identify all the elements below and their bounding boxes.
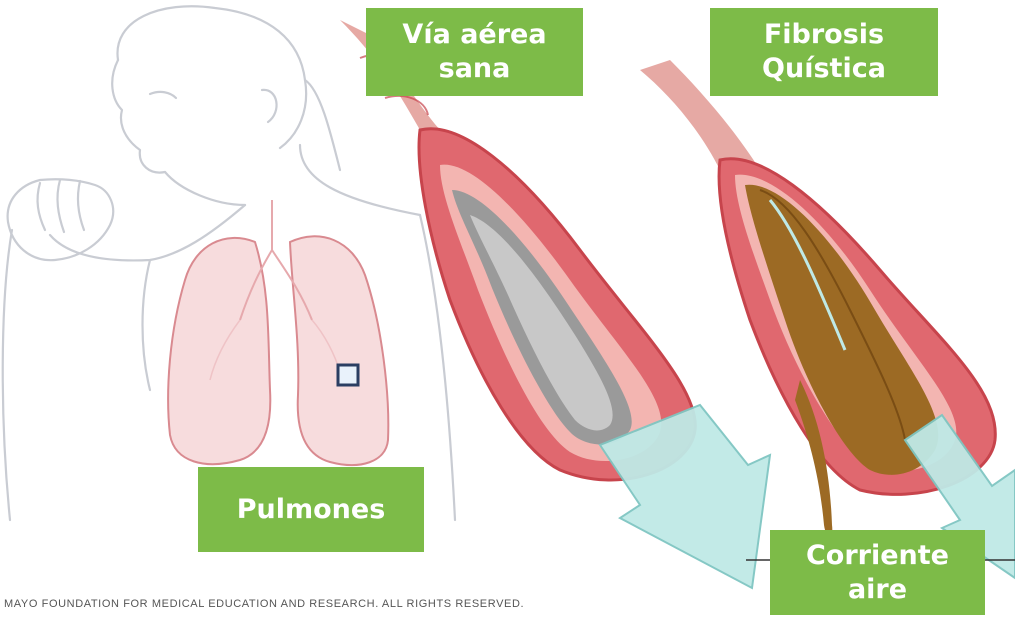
copyright-notice: MAYO FOUNDATION FOR MEDICAL EDUCATION AN…: [4, 598, 524, 610]
lungs-label: Pulmones: [198, 467, 424, 552]
cystic-fibrosis-label-line1: Fibrosis: [764, 18, 884, 52]
healthy-airway-label-line2: sana: [439, 52, 511, 86]
airflow-label-line2: aire: [848, 573, 907, 607]
healthy-airway-label: Vía aérea sana: [366, 8, 583, 96]
cystic-fibrosis-label: Fibrosis Quística: [710, 8, 938, 96]
lungs-label-text: Pulmones: [237, 493, 386, 527]
lungs-illustration: [168, 200, 388, 465]
airflow-label-line1: Corriente: [806, 539, 949, 573]
cystic-fibrosis-label-line2: Quística: [762, 52, 886, 86]
airflow-label: Corriente aire: [770, 530, 985, 615]
healthy-airway-label-line1: Vía aérea: [402, 18, 546, 52]
